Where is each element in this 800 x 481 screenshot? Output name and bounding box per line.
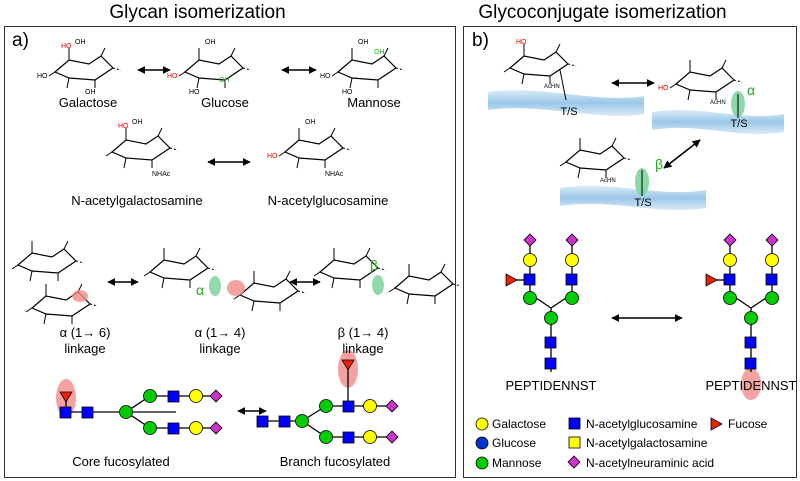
legend-glcnac-icon [568,417,581,430]
right-title: Glycoconjugate isomerization [478,2,727,23]
label-core-fucosylated: Core fucosylated [72,454,170,469]
svg-text:HO: HO [61,43,72,50]
label-alpha14-type: α (1→ 4) [194,325,246,340]
legend-fucose-icon [710,417,723,431]
legend-glcnac: N-acetylglucosamine [586,417,697,431]
glcnac-structure: OH HO NHAc [267,119,352,178]
branch-fucosylated-glycan [256,350,399,444]
legend-galactose-icon [475,417,489,431]
legend-neu5ac: N-acetylneuraminic acid [586,456,714,470]
svg-text:HO: HO [167,73,178,80]
legend-fucose-label: Fucose [728,417,768,431]
site-label-2: T/S [730,118,748,130]
protein-strand-2: HO AcHN [652,59,784,135]
svg-text:HO: HO [267,153,278,160]
beta-label: β [370,257,378,273]
svg-text:HO: HO [320,73,331,80]
alpha16-structure [11,240,99,325]
label-beta14-word: linkage [342,341,384,356]
legend-glucose-label: Glucose [492,436,537,450]
legend-mannose-icon [475,456,489,470]
label-alpha16: α (1→ 6) linkage [40,325,130,357]
label-beta14: β (1→ 4) linkage [318,325,408,357]
label-beta14-type: β (1→ 4) [337,325,389,340]
svg-text:OH: OH [219,77,230,84]
nglycan-left [505,233,579,372]
peptide-left: PEPTIDENNST [505,378,597,393]
legend-fucose: Fucose [728,417,767,431]
svg-text:HO: HO [516,39,527,46]
svg-text:OH: OH [305,119,316,126]
beta14-structure: β [313,247,462,305]
legend-galnac-icon [568,436,581,449]
legend-galactose: Galactose [492,417,546,431]
site-label-3: T/S [634,197,652,209]
svg-text:OH: OH [132,119,143,126]
svg-text:AcHN: AcHN [544,84,560,90]
label-glcnac: N-acetylglucosamine [267,193,389,208]
label-galnac: N-acetylgalactosamine [71,193,203,208]
label-alpha16-type: α (1→ 6) [59,325,111,340]
svg-text:HO: HO [658,85,669,92]
svg-text:OH: OH [75,39,86,46]
protein-strand-1: HO AcHN [488,39,644,116]
svg-text:AcHN: AcHN [710,100,726,106]
panel-a-letter: a) [12,30,29,51]
legend-galactose-label: Galactose [492,417,547,431]
legend-mannose-label: Mannose [492,456,542,470]
label-branch-fucosylated: Branch fucosylated [279,454,391,469]
legend-glcnac-label: N-acetylglucosamine [586,417,698,431]
label-alpha14-word: linkage [199,341,241,356]
svg-text:HO: HO [342,89,353,96]
svg-text:NHAc: NHAc [325,171,344,178]
legend-glucose: Glucose [492,436,536,450]
label-glucose: Glucose [201,95,249,110]
label-galactose: Galactose [58,95,118,110]
legend-neu5ac-icon [567,455,581,469]
core-fucosylated-glycan [56,379,223,435]
label-alpha14: α (1→ 4) linkage [175,325,265,357]
svg-text:NHAc: NHAc [152,171,171,178]
legend-galnac: N-acetylgalactosamine [586,436,707,450]
arrow-gc-diag [663,139,701,169]
left-title: Glycan isomerization [109,2,286,23]
svg-text:HO: HO [189,89,200,96]
svg-text:HO: HO [37,73,48,80]
panel-b-letter: b) [472,30,489,51]
legend-glucose-icon [475,436,489,450]
glyco-beta-label: β [654,156,664,172]
svg-text:HO: HO [118,123,129,130]
alpha14-structure: α [143,247,307,312]
mannose-structure: OH HO HO OH [320,39,405,96]
svg-text:AcHN: AcHN [600,178,616,184]
peptide-right: PEPTIDENNST [705,378,797,393]
svg-text:OH: OH [85,89,96,96]
glyco-alpha-label: α [746,82,756,98]
site-label-1: T/S [560,106,578,118]
label-mannose: Mannose [347,95,401,110]
legend-mannose: Mannose [492,456,541,470]
label-alpha16-word: linkage [64,341,106,356]
alpha-label: α [196,282,204,298]
nglycan-right [705,233,779,400]
svg-text:OH: OH [358,39,369,46]
svg-text:OH: OH [374,49,385,56]
protein-strand-3: AcHN [559,137,706,211]
legend-neu5ac-label: N-acetylneuraminic acid [586,456,715,470]
panel-a [4,26,456,478]
svg-text:OH: OH [205,39,216,46]
legend-galnac-label: N-acetylgalactosamine [586,436,708,450]
glucose-structure: OH HO HO OH [167,39,252,96]
